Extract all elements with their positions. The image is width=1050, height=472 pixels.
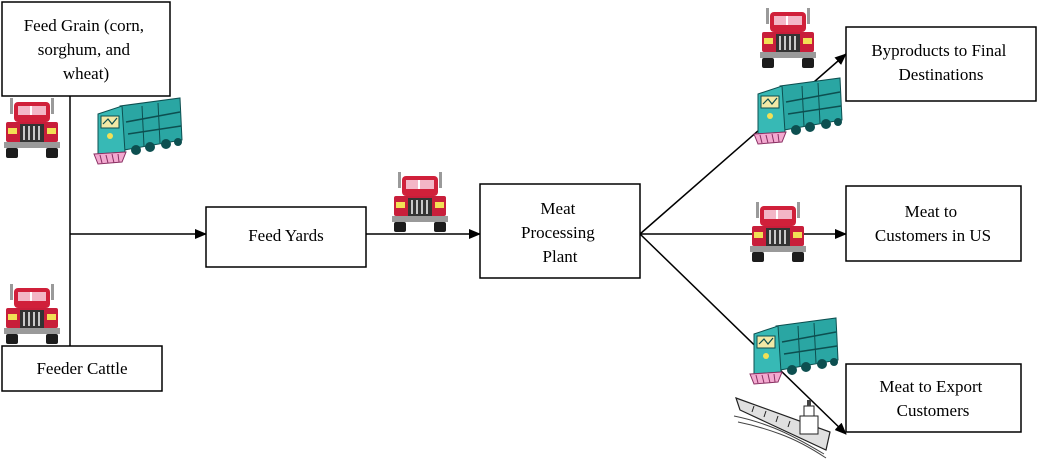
node-byproducts: Byproducts to Final Destinations — [845, 26, 1037, 102]
node-feeder-cattle: Feeder Cattle — [1, 345, 163, 392]
feeder-cattle-label: Feeder Cattle — [36, 359, 127, 378]
svg-text:Byproducts to Final Dest: Byproducts to Final Destinations — [871, 41, 1010, 84]
svg-text:Feed Yards: Feed Yards — [248, 226, 324, 245]
truck-icon — [392, 172, 448, 232]
meat-processing-line-2: Processing — [521, 223, 595, 242]
feed-grain-line-2: sorghum, and — [38, 40, 131, 59]
node-feed-yards: Feed Yards — [205, 206, 367, 268]
train-icon — [753, 77, 843, 145]
meat-us-line-1: Meat to — [905, 202, 957, 221]
feed-grain-line-3: wheat) — [63, 64, 109, 83]
ship-icon — [733, 397, 831, 459]
byproducts-line-2: Destinations — [899, 65, 984, 84]
svg-text:Meat Processing Pl: Meat Processing Plant — [521, 199, 599, 266]
node-meat-us: Meat to Customers in US — [845, 185, 1022, 262]
byproducts-line-1: Byproducts to Final — [871, 41, 1006, 60]
train-icon — [93, 97, 183, 165]
truck-icon — [4, 98, 60, 158]
meat-export-line-1: Meat to Export — [879, 377, 982, 396]
arrow-to-meat-export — [639, 233, 847, 435]
meat-processing-line-3: Plant — [543, 247, 578, 266]
svg-text:Meat to Customers in US: Meat to Customers in US — [875, 202, 991, 245]
node-meat-processing: Meat Processing Plant — [479, 183, 641, 279]
meat-processing-line-1: Meat — [540, 199, 575, 218]
feed-yards-label: Feed Yards — [248, 226, 324, 245]
meat-export-line-2: Customers — [897, 401, 970, 420]
svg-text:Meat to Export Customers: Meat to Export Customers — [879, 377, 986, 420]
truck-icon — [760, 8, 816, 68]
svg-text:Feeder Cattle: Feeder Cattle — [36, 359, 127, 378]
train-icon — [749, 317, 839, 385]
node-feed-grain: Feed Grain (corn, sorghum, and wheat) — [1, 1, 171, 97]
feed-grain-line-1: Feed Grain (corn, — [24, 16, 144, 35]
meat-us-line-2: Customers in US — [875, 226, 991, 245]
truck-icon — [4, 284, 60, 344]
svg-text:Feed Grain (corn, sorghu: Feed Grain (corn, sorghum, and wheat) — [24, 16, 149, 83]
node-meat-export: Meat to Export Customers — [845, 363, 1022, 433]
truck-icon — [750, 202, 806, 262]
